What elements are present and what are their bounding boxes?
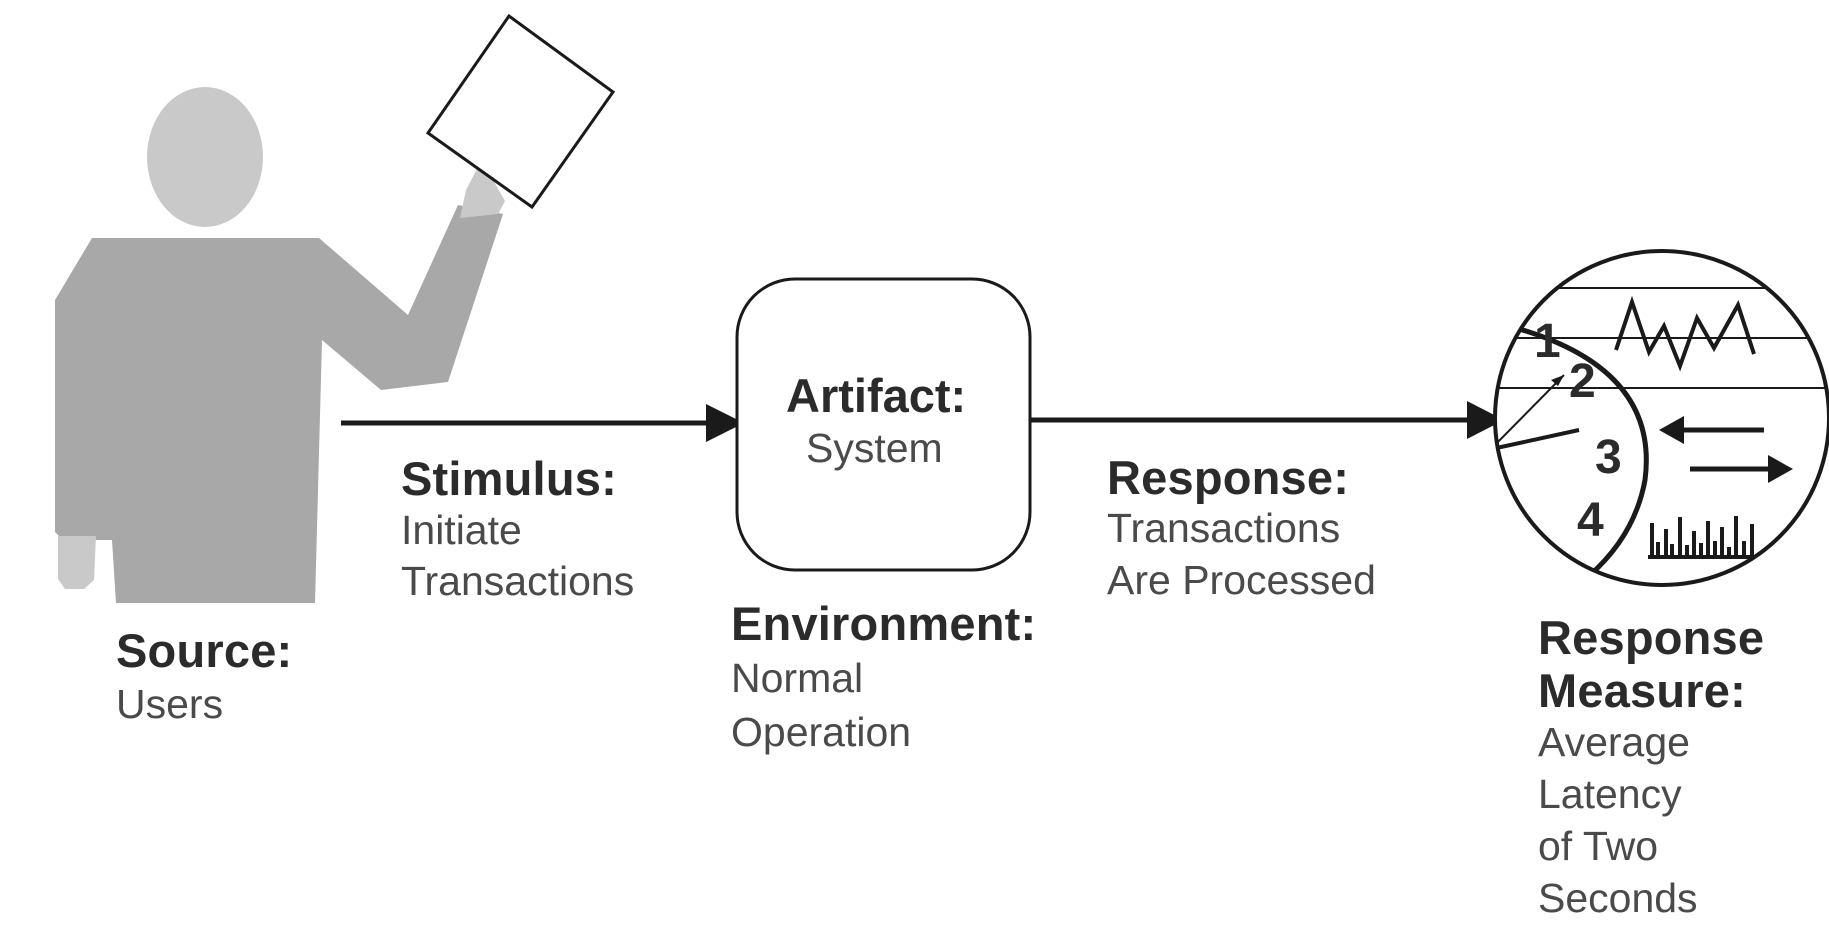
environment-line-2: Operation: [731, 709, 912, 755]
stimulus-line-2: Transactions: [401, 558, 635, 604]
waveform-icon: [1614, 295, 1756, 372]
stimulus-line-1: Initiate: [401, 507, 522, 553]
response-measure-line-4: Seconds: [1538, 875, 1698, 921]
stimulus-arrow: [341, 404, 744, 442]
right-arrow-icon: [1690, 455, 1793, 483]
person-left-hand: [58, 536, 96, 589]
response-line-2: Are Processed: [1107, 557, 1376, 603]
response-line-1: Transactions: [1107, 505, 1341, 551]
dial-number-1: 1: [1534, 315, 1561, 368]
dial-number-2: 2: [1569, 355, 1596, 408]
response-measure-line-2: Latency: [1538, 771, 1682, 817]
environment-title: Environment:: [731, 597, 1037, 650]
response-measure-line-1: Average: [1538, 719, 1690, 765]
measurement-dial-icon: 1 2 3 4: [1493, 249, 1829, 587]
stimulus-title: Stimulus:: [401, 452, 617, 505]
person-body: [55, 205, 503, 603]
response-measure-title-line-2: Measure:: [1538, 664, 1746, 717]
source-body: Users: [116, 681, 224, 727]
bar-meter-icon: [1648, 516, 1760, 559]
dial-number-3: 3: [1595, 431, 1622, 484]
person-head: [147, 87, 263, 227]
source-title: Source:: [116, 624, 293, 677]
dial-number-4: 4: [1577, 494, 1604, 547]
clock-hands-icon: [1495, 374, 1580, 451]
response-title: Response:: [1107, 451, 1350, 504]
artifact-body: System: [806, 425, 943, 471]
artifact-title: Artifact:: [786, 369, 967, 422]
response-arrow: [1030, 401, 1504, 439]
response-measure-line-3: of Two: [1538, 823, 1659, 869]
left-arrow-icon: [1659, 416, 1764, 444]
artifact-box: [735, 277, 1032, 572]
response-measure-title-line-1: Response: [1538, 611, 1765, 664]
document-icon: [425, 13, 616, 210]
environment-line-1: Normal: [731, 655, 864, 701]
source-person-figure: [55, 87, 505, 603]
